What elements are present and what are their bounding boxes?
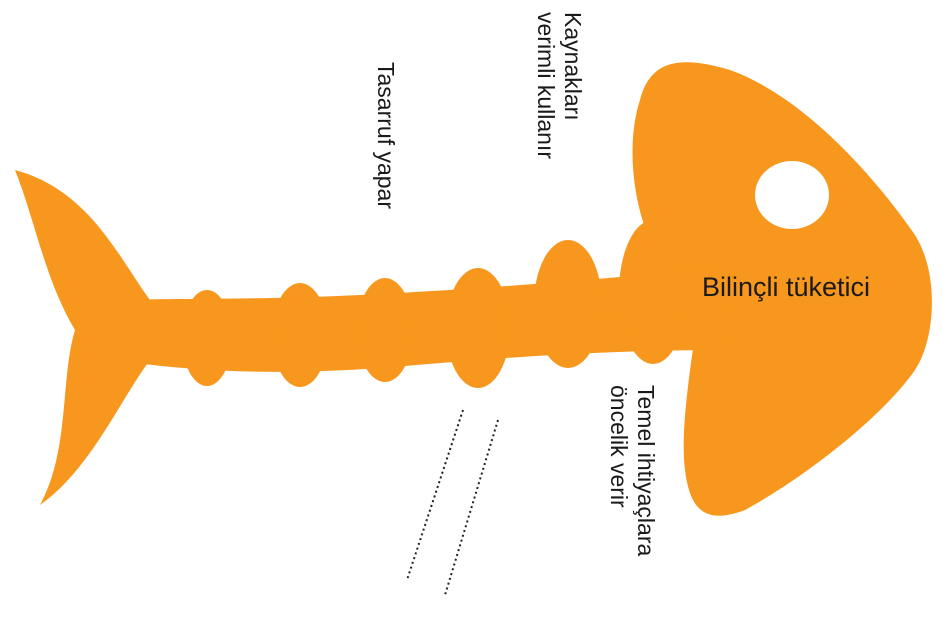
vertebra-3 xyxy=(357,278,413,382)
branch-top-2-line-1: Tasarruf yapar xyxy=(373,62,399,209)
vertebra-5 xyxy=(534,240,602,368)
vertebra-4 xyxy=(446,268,510,388)
branch-top-1-line-1: Kaynakları xyxy=(560,12,586,121)
branch-bottom-1-line-2: öncelik verir xyxy=(606,385,632,508)
vertebra-2 xyxy=(272,283,328,387)
branch-bottom-1-line-1: Temel ihtiyaçlara xyxy=(633,385,659,556)
branch-top-1-line-2: verimli kullanır xyxy=(533,12,559,159)
fish-head xyxy=(632,62,932,516)
vertebra-6 xyxy=(619,220,687,364)
center-label: Bilinçli tüketici xyxy=(702,272,870,302)
blank-answer-line-1 xyxy=(406,409,464,581)
blank-answer-line-2 xyxy=(444,419,499,596)
fish-eye xyxy=(755,161,829,229)
fish-tail xyxy=(15,170,150,505)
vertebra-1 xyxy=(182,290,232,386)
